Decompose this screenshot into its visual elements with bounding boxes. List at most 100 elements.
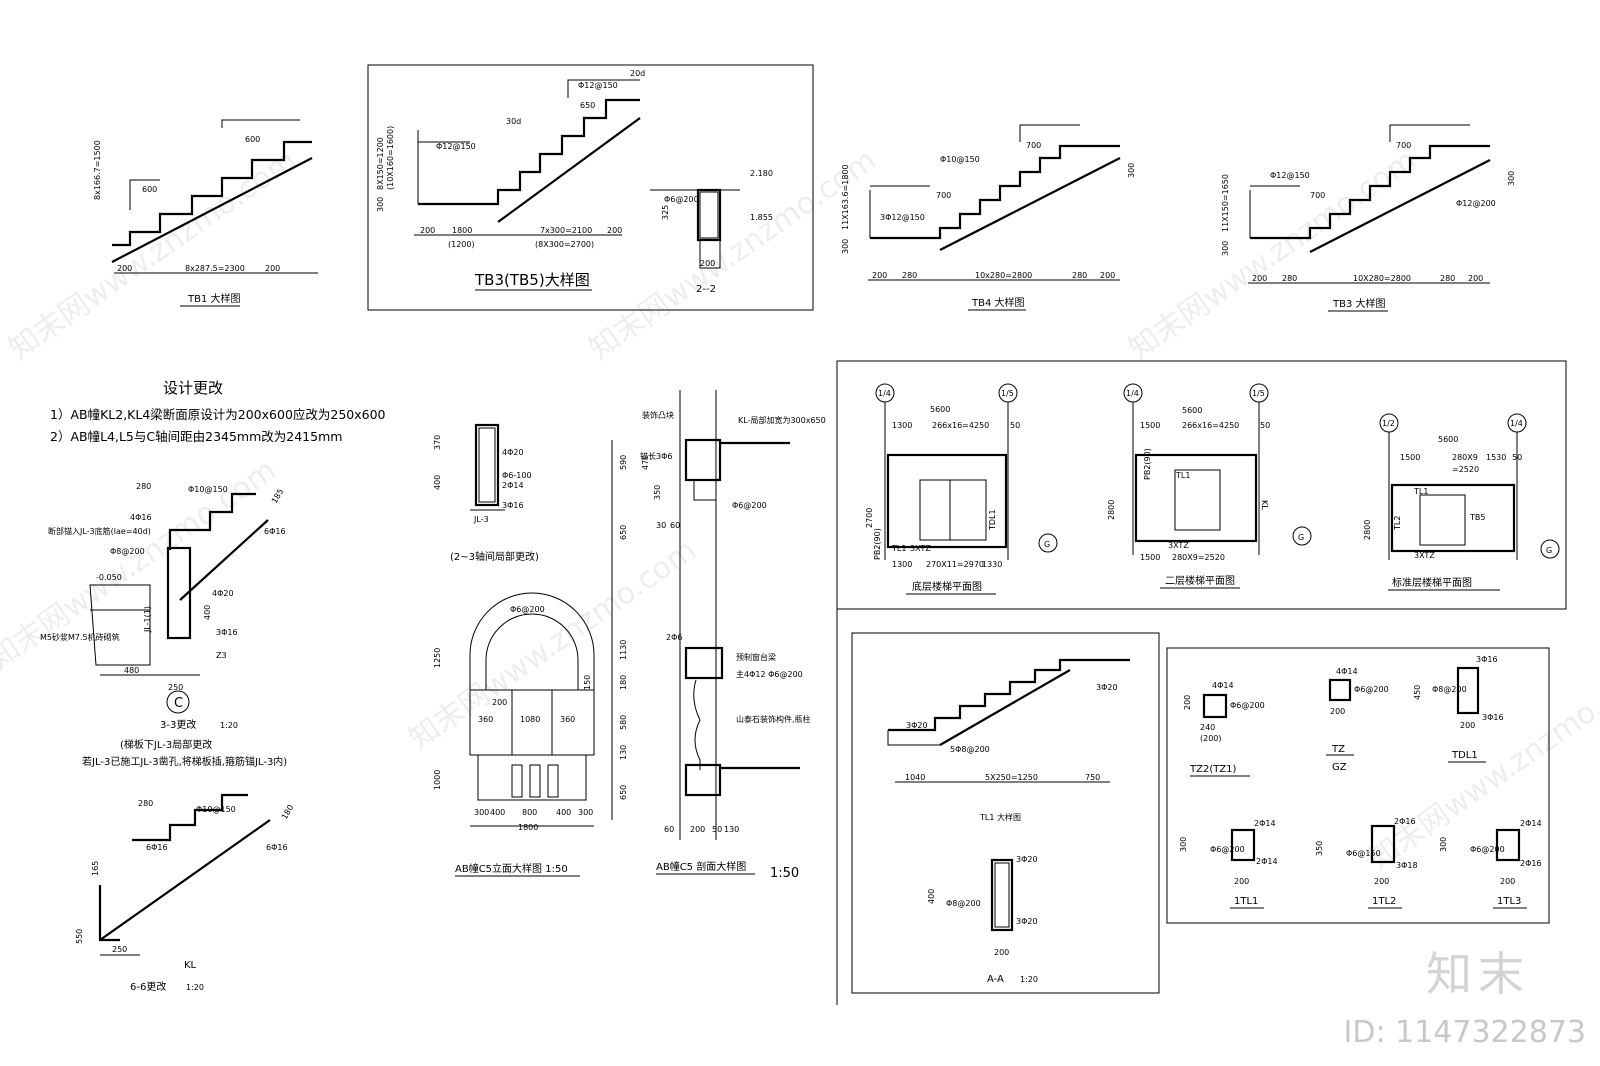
tb3tb5-dim-1: 200 (420, 226, 435, 235)
tb3-title: TB3 大样图 (1332, 297, 1386, 310)
sec22-dim-3: 325 (661, 205, 670, 220)
tb3-dim-10: 300 (1507, 171, 1516, 186)
ps-title: 二层楼梯平面图 (1165, 574, 1235, 587)
tz2-lbl-1: 4Φ14 (1212, 681, 1234, 690)
jl3-lbl-1: 370 (433, 435, 442, 450)
aa-scale: 1:20 (1020, 975, 1038, 984)
sec66-scale: 1:20 (186, 983, 204, 992)
c5s-lbl-12: 1130 (619, 640, 628, 660)
tz2-lbl-5: 200 (1183, 695, 1192, 710)
section-a-a: 3Φ20 400 Φ8@200 3Φ20 200 A-A 1:20 (927, 855, 1038, 985)
tb4-bar-2: Φ10@150 (940, 155, 980, 164)
pg-dim-5: 1300 (892, 560, 912, 569)
pst-dim-1: 5600 (1438, 435, 1458, 444)
c5s-lbl-13: 180 (619, 675, 628, 690)
sec33-title: 3-3更改 (160, 718, 196, 731)
c5s-lbl-21: 2Φ6 (666, 633, 682, 642)
c5s-lbl-14: 580 (619, 715, 628, 730)
sec66-lbl-6: 165 (91, 861, 100, 876)
pg-lbl-2: TL1 (891, 544, 906, 553)
tl1-dim-1: 1040 (905, 773, 925, 782)
c5e-lbl-9: 400 (490, 808, 505, 817)
sec33-lbl-2: Φ10@150 (188, 485, 228, 494)
c5e-lbl-13: 1800 (518, 823, 538, 832)
pst-dim-6: 50 (1512, 453, 1522, 462)
c5s-lbl-8: 590 (619, 455, 628, 470)
tz2-title: TZ2(TZ1) (1189, 764, 1237, 775)
tb3tb5-dim-5: (8X300=2700) (535, 240, 594, 249)
ps-dim-5: 1500 (1140, 553, 1160, 562)
ltl1-lbl-4: 300 (1179, 837, 1188, 852)
sec33-lbl-8: M5砂浆M7.5机砖砌筑 (40, 632, 120, 642)
ps-axis-1: 1/4 (1126, 389, 1139, 398)
design-change-heading: 设计更改 (163, 379, 223, 397)
jl3-title: JL-3 (473, 515, 489, 524)
tz-lbl-2: Φ6@200 (1354, 685, 1389, 694)
jl3-subtitle: (2~3轴间局部更改) (450, 550, 539, 563)
jl3-lbl-4: Φ6-100 (502, 471, 532, 480)
tb4-detail: 200 280 10x280=2800 280 200 700 700 11X1… (841, 124, 1136, 311)
c5s-lbl-5: 预制窗台梁 (736, 652, 776, 662)
tdl1-title: TDL1 (1451, 750, 1478, 761)
tb3-dim-9: 300 (1221, 241, 1230, 256)
tb3tb5-dim-10: 300 (376, 197, 385, 212)
pst-dim-5: 1530 (1486, 453, 1506, 462)
tb1-dim-3: 200 (265, 264, 280, 273)
c5e-lbl-4: 360 (478, 715, 493, 724)
ps-lbl-2: 3XTZ (1168, 541, 1189, 550)
tb1-detail: 200 8x287.5=2300 200 600 600 8x166.7=150… (93, 119, 318, 307)
tdl1-lbl-3: 3Φ16 (1482, 713, 1504, 722)
tb3-dim-1: 200 (1252, 274, 1267, 283)
panel-frame-columns (1166, 647, 1550, 924)
tb3tb5-dim-4: 7x300=2100 (540, 226, 592, 235)
tb3tb5-bar-4: 30d (506, 117, 521, 126)
c5s-lbl-7: 山泰石装饰构件,瓶柱 (736, 714, 811, 724)
ps-dim-1: 5600 (1182, 406, 1202, 415)
sec66-lbl-2: Φ10@150 (196, 805, 236, 814)
c5s-scale: 1:50 (770, 866, 799, 881)
plan-second: 1/4 1/5 G 5600 1500 266x16=4250 50 1500 … (1107, 383, 1312, 589)
pg-dim-2: 1300 (892, 421, 912, 430)
ltl3-title: 1TL3 (1497, 896, 1521, 907)
tb4-dim-7: 700 (1026, 141, 1041, 150)
tl1-detail: 1040 5X250=1250 750 3Φ20 3Φ20 5Φ8@200 TL… (887, 658, 1130, 822)
tb3tb5-bar-1: Φ12@150 (436, 142, 476, 151)
ltl2-lbl-2: Φ6@150 (1346, 849, 1381, 858)
tb4-dim-8: 11X163.6=1800 (841, 164, 850, 230)
c5s-lbl-9: 470 (641, 455, 650, 470)
c5s-lbl-22: 30 (656, 521, 666, 530)
sec66-lbl-8: 250 (112, 945, 127, 954)
tb3-dim-4: 280 (1440, 274, 1455, 283)
ltl1-title: 1TL1 (1234, 896, 1258, 907)
sec66-lbl-1: 280 (138, 799, 153, 808)
tb4-dim-3: 10x280=2800 (975, 271, 1032, 280)
ps-axis-g: G (1298, 533, 1304, 542)
c5s-lbl-17: 60 (664, 825, 674, 834)
ps-dim-6: 280X9=2520 (1172, 553, 1225, 562)
sec22-title: 2--2 (696, 284, 716, 295)
sec66-lbl-3: 6Φ16 (146, 843, 168, 852)
tb4-dim-2: 280 (902, 271, 917, 280)
c5e-lbl-7: 1000 (433, 770, 442, 790)
tb3-dim-7: 700 (1396, 141, 1411, 150)
c5e-lbl-8: 300 (474, 808, 489, 817)
tb4-title: TB4 大样图 (971, 296, 1025, 309)
sec22-dim-4: 200 (700, 259, 715, 268)
ltl2-lbl-1: 2Φ16 (1394, 817, 1416, 826)
c5s-lbl-2: KL-局部加宽为300x650 (738, 415, 826, 425)
aa-lbl-2: 400 (927, 889, 936, 904)
ps-lbl-4: KL (1260, 500, 1269, 510)
tb4-dim-4: 280 (1072, 271, 1087, 280)
jl3-lbl-5: 2Φ14 (502, 481, 524, 490)
ltl1-lbl-3: 2Φ14 (1256, 857, 1278, 866)
pg-axis-g: G (1044, 540, 1050, 549)
c5s-lbl-6: 主4Φ12 Φ6@200 (736, 669, 803, 679)
tb3tb5-dim-9: (10X160=1600) (386, 126, 395, 190)
sec33-axis-c: C (174, 696, 183, 711)
tb3-dim-5: 200 (1468, 274, 1483, 283)
section-3-3: C 280 Φ10@150 4Φ16 断部锚入JL-3底筋(lae=40d) Φ… (40, 482, 287, 768)
pg-dim-4: 50 (1010, 421, 1020, 430)
sec33-lbl-9: 480 (124, 666, 139, 675)
tdl1-lbl-2: Φ8@200 (1432, 685, 1467, 694)
pst-lbl-4: TB5 (1469, 513, 1485, 522)
